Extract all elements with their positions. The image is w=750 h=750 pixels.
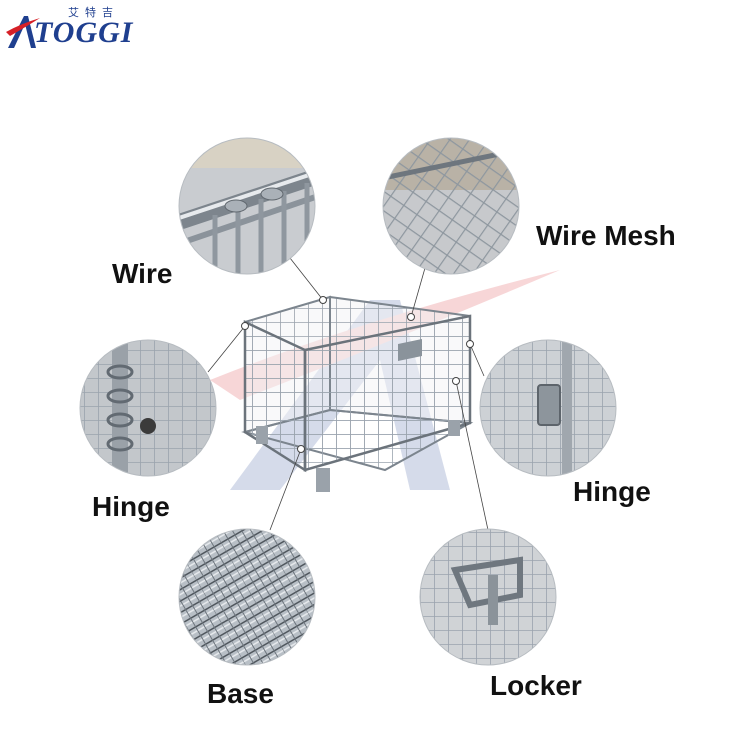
wire-mesh-container	[241, 295, 474, 492]
callout-lines	[207, 257, 489, 531]
detail-circle-locker	[419, 528, 557, 666]
logo-a-mark-icon	[6, 16, 40, 48]
logo-wordmark: TOGGI	[34, 16, 134, 49]
label-hinge-right: Hinge	[573, 476, 651, 507]
logo-chinese-text: 艾特吉	[68, 6, 119, 19]
detail-circle-hinge-left	[79, 339, 217, 477]
detail-circle-base	[178, 528, 316, 666]
brand-logo: 艾特吉 TOGGI	[6, 4, 166, 52]
label-base: Base	[207, 678, 274, 709]
label-wire: Wire	[112, 258, 173, 289]
label-locker: Locker	[490, 670, 582, 701]
detail-circle-wire	[178, 137, 316, 275]
callout-points	[241, 296, 474, 453]
detail-circle-wire-mesh	[382, 137, 520, 275]
label-wire-mesh: Wire Mesh	[536, 220, 676, 251]
detail-circle-hinge-right	[479, 339, 617, 477]
label-hinge-left: Hinge	[92, 491, 170, 522]
